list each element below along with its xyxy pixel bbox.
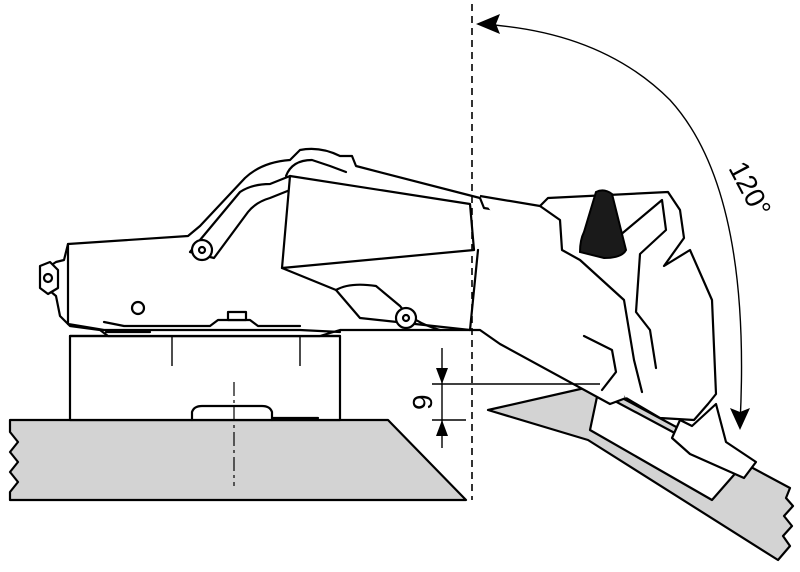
adjustment-screw <box>38 260 60 296</box>
arc-arrowhead-end <box>730 408 750 430</box>
hinge-cup <box>479 190 758 480</box>
offset-dimension: 9 <box>407 348 600 448</box>
pivot-pin-lower <box>394 306 418 330</box>
cabinet-panel <box>8 418 468 502</box>
dimension-arrow-top <box>436 368 448 384</box>
arc-arrowhead-start <box>476 14 500 34</box>
hinge-arm <box>38 147 665 406</box>
offset-dimension-label: 9 <box>407 394 438 410</box>
pivot-pin-upper <box>190 238 214 262</box>
opening-angle-label: 120° <box>723 156 778 222</box>
dimension-arrow-bottom <box>436 420 448 436</box>
clip-release-lever <box>578 189 628 260</box>
mounting-screw-head <box>190 404 274 422</box>
